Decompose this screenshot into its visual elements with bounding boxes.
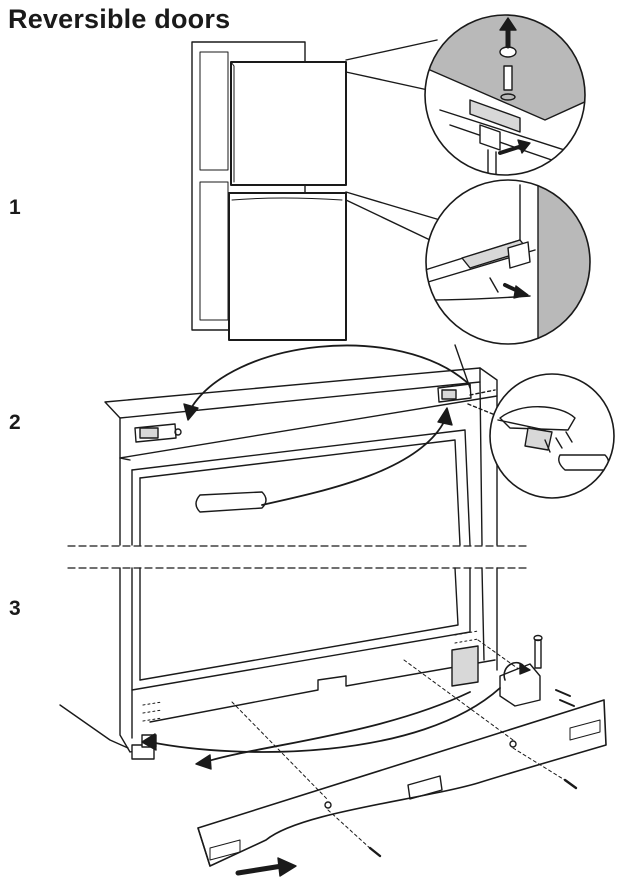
step2-hinge-detail — [489, 373, 615, 499]
break-lines — [67, 545, 529, 569]
step2-door-top — [104, 344, 521, 546]
page-title: Reversible doors — [8, 4, 231, 34]
step-number-2: 2 — [9, 411, 21, 434]
vent-grid-left — [142, 701, 163, 722]
step-number-1: 1 — [9, 196, 21, 219]
step1-top-hinge-detail — [424, 14, 586, 176]
step3-door-bottom — [59, 567, 498, 760]
step1-bottom-hinge-detail — [425, 179, 591, 345]
step3-arrows — [141, 687, 501, 877]
step1-fridge-front — [191, 39, 441, 341]
step3-kick-plate — [197, 699, 607, 867]
step-number-3: 3 — [9, 597, 21, 620]
